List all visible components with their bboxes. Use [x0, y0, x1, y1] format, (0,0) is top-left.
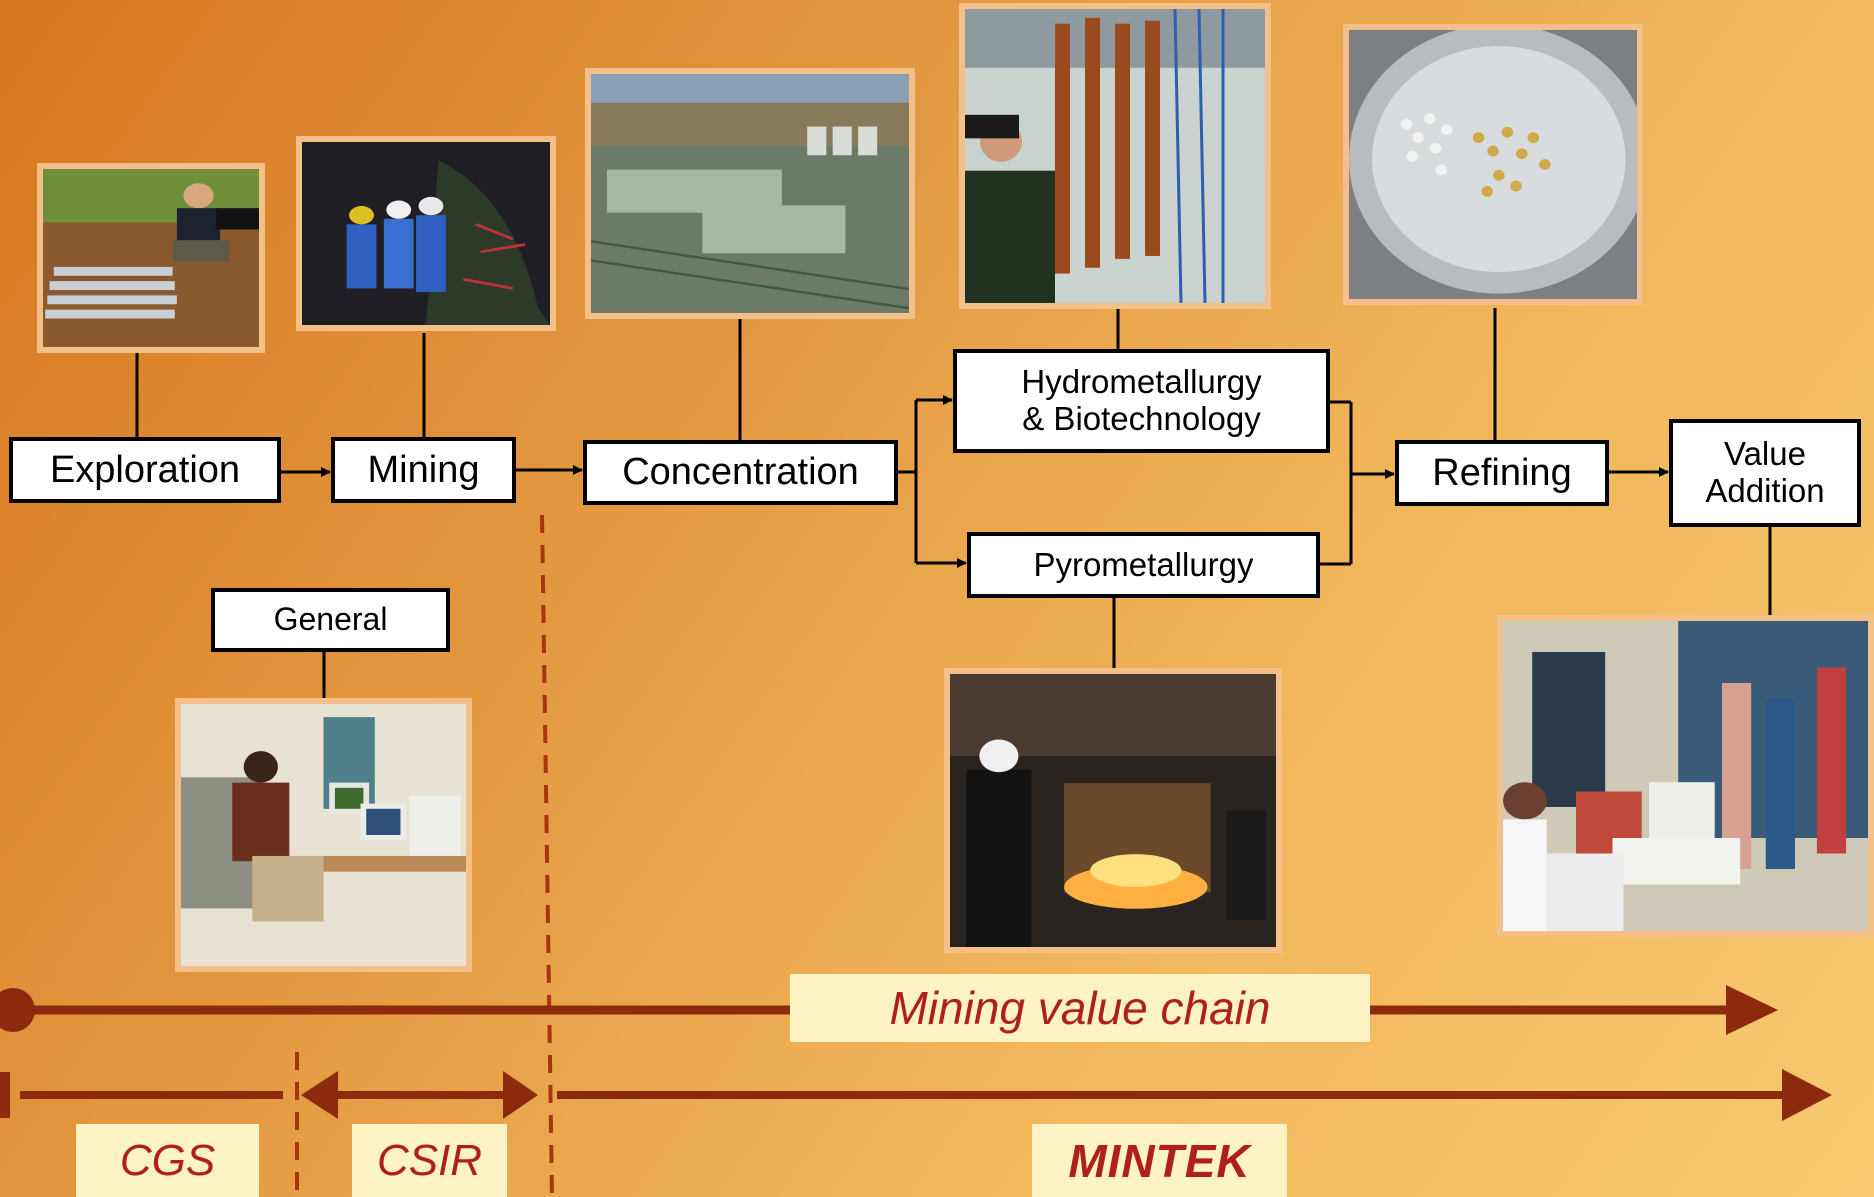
refining-photo — [1343, 24, 1643, 305]
concentration-box: Concentration — [583, 440, 898, 505]
value-addition-photo — [1497, 615, 1874, 937]
hydrometallurgy-label-line1: Hydrometallurgy — [1021, 363, 1262, 401]
mining-value-chain-label: Mining value chain — [790, 974, 1370, 1042]
concentration-label: Concentration — [622, 451, 859, 494]
mintek-arrowhead — [1782, 1069, 1832, 1121]
cgs-label: CGS — [76, 1124, 259, 1197]
mintek-label: MINTEK — [1032, 1124, 1287, 1197]
csir-left-head — [301, 1071, 338, 1119]
pyrometallurgy-label: Pyrometallurgy — [1033, 545, 1254, 583]
pyrometallurgy-photo — [944, 668, 1282, 953]
mining-label: Mining — [367, 448, 480, 491]
general-label: General — [273, 601, 388, 638]
hydrometallurgy-box: Hydrometallurgy & Biotechnology — [953, 349, 1330, 453]
hydrometallurgy-label-line2: & Biotechnology — [1022, 400, 1261, 437]
hydrometallurgy-photo — [959, 3, 1271, 309]
chain-arrowhead — [1726, 985, 1778, 1035]
mining-box: Mining — [331, 437, 516, 503]
mining-photo — [296, 136, 556, 331]
value-addition-box: Value Addition — [1669, 419, 1861, 527]
separator-mintek — [540, 514, 554, 1197]
exploration-box: Exploration — [9, 437, 281, 503]
csir-label: CSIR — [352, 1124, 507, 1197]
pyrometallurgy-box: Pyrometallurgy — [967, 532, 1320, 598]
value-addition-label-line1: Value — [1724, 435, 1806, 473]
concentration-photo — [585, 68, 915, 319]
general-box: General — [211, 588, 450, 652]
value-addition-label-line2: Addition — [1705, 472, 1825, 509]
exploration-photo — [37, 163, 265, 353]
exploration-label: Exploration — [49, 448, 241, 491]
refining-box: Refining — [1395, 440, 1609, 506]
general-photo — [175, 698, 472, 972]
csir-right-head — [503, 1071, 538, 1119]
refining-label: Refining — [1432, 451, 1572, 494]
